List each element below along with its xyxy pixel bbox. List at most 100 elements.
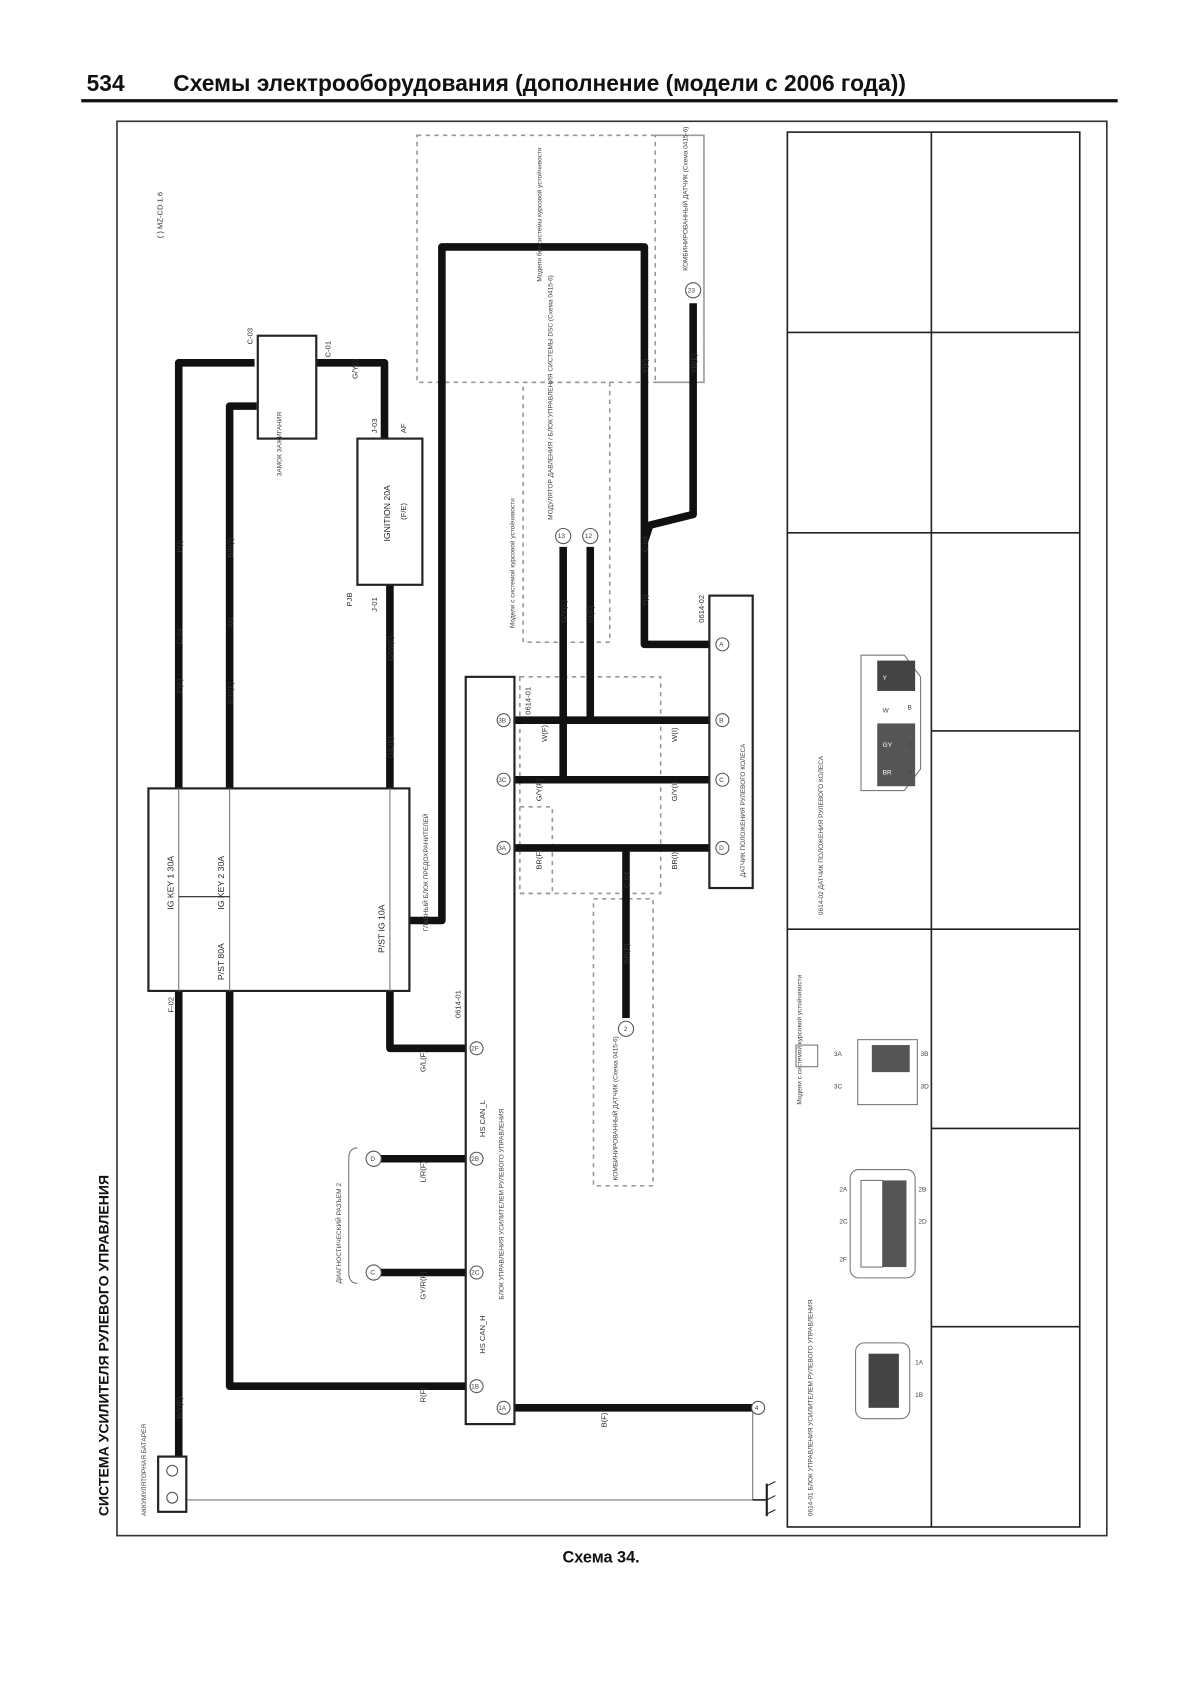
- connector-j01: J-01: [370, 597, 379, 612]
- svg-text:КОМБИНИРОВАННЫЙ ДАТЧИК (Схема: КОМБИНИРОВАННЫЙ ДАТЧИК (Схема 0415-6): [681, 127, 690, 271]
- diagram-frame: [116, 120, 1108, 1537]
- svg-text:Y(I): Y(I): [641, 594, 650, 607]
- fuse-igkey1: IG KEY 1 30A: [165, 856, 175, 910]
- svg-text:D: D: [908, 769, 913, 776]
- svg-text:ДИАГНОСТИЧЕСКИЙ РАЗЪЕМ 2: ДИАГНОСТИЧЕСКИЙ РАЗЪЕМ 2: [334, 1183, 343, 1284]
- ecu-pins: 3B 3C 3A 2F 2B 2C 1B 1A: [469, 713, 511, 1415]
- wire-gyi: G/Y(I): [350, 358, 359, 379]
- svg-text:23: 23: [688, 287, 696, 294]
- svg-text:B/R(I): B/R(I): [226, 537, 235, 557]
- svg-text:C-04: C-04: [641, 536, 650, 552]
- svg-text:W: W: [883, 708, 890, 715]
- svg-text:G/L(F): G/L(F): [386, 736, 395, 758]
- svg-text:L/R(F): L/R(F): [419, 1161, 428, 1183]
- svg-text:C: C: [908, 742, 913, 749]
- connector-pjb: PJB: [345, 593, 354, 607]
- ignition-switch: [256, 334, 318, 440]
- sensor-pins: A B C D: [715, 637, 730, 855]
- svg-text:C: C: [719, 777, 724, 784]
- svg-text:A: A: [719, 642, 724, 649]
- svg-text:3D: 3D: [921, 1083, 930, 1090]
- svg-text:G/Y(I): G/Y(I): [670, 781, 679, 802]
- engine-note: ( ) MZ-CD 1.6: [155, 192, 164, 238]
- svg-text:B/R(F): B/R(F): [226, 681, 235, 704]
- svg-text:W(I): W(I): [670, 727, 679, 742]
- fuse-ignition: IGNITION 20A: [382, 485, 392, 542]
- connector-af: AF: [399, 423, 408, 433]
- svg-text:2F: 2F: [471, 1045, 479, 1052]
- svg-text:2B: 2B: [471, 1156, 479, 1163]
- connector-c03: C-03: [245, 328, 254, 344]
- svg-text:Модели без системы курсовой ус: Модели без системы курсовой устойчивости: [536, 147, 544, 281]
- wires: [174, 243, 753, 1457]
- main-fuse-block: [147, 787, 411, 992]
- svg-text:3B: 3B: [921, 1051, 929, 1058]
- external-refs: 13 12 23 2 4 МОДУЛЯТОР ДАВЛЕНИЯ / БЛОК У…: [508, 127, 766, 1415]
- svg-text:3C: 3C: [834, 1083, 843, 1090]
- svg-text:G/Y(F): G/Y(F): [559, 599, 568, 622]
- svg-text:R(F): R(F): [419, 1387, 428, 1403]
- svg-text:B/Y(F): B/Y(F): [175, 1396, 184, 1418]
- svg-text:AN: AN: [226, 618, 235, 629]
- diagnostic-connector: D C ДИАГНОСТИЧЕСКИЙ РАЗЪЕМ 2: [334, 1147, 382, 1284]
- fuse-pst: P/ST 80A: [216, 943, 226, 980]
- steering-angle-sensor: [708, 594, 754, 890]
- svg-text:P(F): P(F): [175, 678, 184, 693]
- svg-text:G/W(F): G/W(F): [386, 635, 395, 660]
- svg-text:W(F): W(F): [587, 605, 596, 622]
- steering-sensor-label: ДАТЧИК ПОЛОЖЕНИЯ РУЛЕВОГО КОЛЕСА: [740, 743, 747, 877]
- eps-ecu-label: БЛОК УПРАВЛЕНИЯ УСИЛИТЕЛЕМ РУЛЕВОГО УПРА…: [499, 1108, 506, 1299]
- svg-text:YR(F): YR(F): [689, 353, 698, 374]
- svg-text:13: 13: [558, 533, 566, 540]
- svg-text:G/L(F): G/L(F): [419, 1050, 428, 1072]
- fuse-pstig: P/ST IG 10A: [376, 904, 386, 953]
- battery-terminal-2: [166, 1491, 179, 1504]
- connector-legend-table: 0614-02 ДАТЧИК ПОЛОЖЕНИЯ РУЛЕВОГО КОЛЕСА…: [786, 131, 1081, 1528]
- svg-text:КОМБИНИРОВАННЫЙ ДАТЧИК (Схема: КОМБИНИРОВАННЫЙ ДАТЧИК (Схема 0415-6): [610, 1036, 619, 1180]
- signal-can-l: HS CAN_L: [478, 1100, 487, 1137]
- battery-label: АККУМУЛЯТОРНАЯ БАТАРЕЯ: [141, 1424, 148, 1516]
- connector-c01: C-01: [323, 341, 332, 357]
- svg-text:C-04: C-04: [622, 872, 631, 888]
- svg-text:Y(F): Y(F): [641, 358, 650, 373]
- svg-text:1B: 1B: [915, 1392, 923, 1399]
- connector-0614-01-b: 0614-01: [524, 687, 533, 715]
- legend-note: Модели с системой курсовой устойчивости: [795, 974, 803, 1104]
- svg-text:4: 4: [755, 1405, 759, 1412]
- ground-icon: [752, 1481, 776, 1517]
- svg-text:BR(F): BR(F): [535, 849, 544, 870]
- page-number: 534: [87, 70, 125, 96]
- figure-caption: Схема 34.: [563, 1549, 640, 1567]
- svg-text:B: B: [908, 704, 912, 711]
- fuse-ignition-code: (F/E): [399, 503, 408, 520]
- svg-text:2D: 2D: [918, 1219, 927, 1226]
- svg-text:3C: 3C: [498, 777, 507, 784]
- signal-can-h: HS CAN_H: [478, 1315, 487, 1353]
- svg-text:B(F): B(F): [599, 1412, 608, 1427]
- svg-text:МОДУЛЯТОР ДАВЛЕНИЯ / БЛОК УПРА: МОДУЛЯТОР ДАВЛЕНИЯ / БЛОК УПРАВЛЕНИЯ СИС…: [547, 275, 554, 520]
- svg-text:W(F): W(F): [540, 725, 549, 742]
- svg-text:C: C: [370, 1270, 375, 1277]
- connector-f02: F-02: [166, 997, 175, 1013]
- svg-text:Y: Y: [883, 675, 888, 682]
- fuse-igkey2: IG KEY 2 30A: [216, 856, 226, 910]
- legend-ecu-title: 0614-01 БЛОК УПРАВЛЕНИЯ УСИЛИТЕЛЕМ РУЛЕВ…: [807, 1299, 814, 1516]
- svg-text:D: D: [370, 1156, 375, 1163]
- svg-text:BR(F): BR(F): [622, 943, 631, 964]
- svg-text:BR: BR: [883, 769, 892, 776]
- svg-text:3A: 3A: [498, 845, 507, 852]
- ignition-fuse-box: [356, 437, 424, 586]
- svg-text:1B: 1B: [471, 1383, 479, 1390]
- battery-terminal-1: [166, 1464, 179, 1477]
- svg-text:C-04: C-04: [175, 628, 184, 644]
- connector-0614-02: 0614-02: [697, 595, 706, 623]
- svg-text:2C: 2C: [471, 1270, 480, 1277]
- svg-text:Модели с системой курсовой уст: Модели с системой курсовой устойчивости: [508, 498, 516, 628]
- svg-text:GY/R(F): GY/R(F): [419, 1271, 428, 1300]
- svg-text:1A: 1A: [498, 1405, 507, 1412]
- diagram-title: СИСТЕМА УСИЛИТЕЛЯ РУЛЕВОГО УПРАВЛЕНИЯ: [95, 1175, 111, 1516]
- svg-text:3A: 3A: [834, 1051, 843, 1058]
- svg-text:B: B: [719, 717, 723, 724]
- page-title: Схемы электрооборудования (дополнение (м…: [173, 70, 906, 96]
